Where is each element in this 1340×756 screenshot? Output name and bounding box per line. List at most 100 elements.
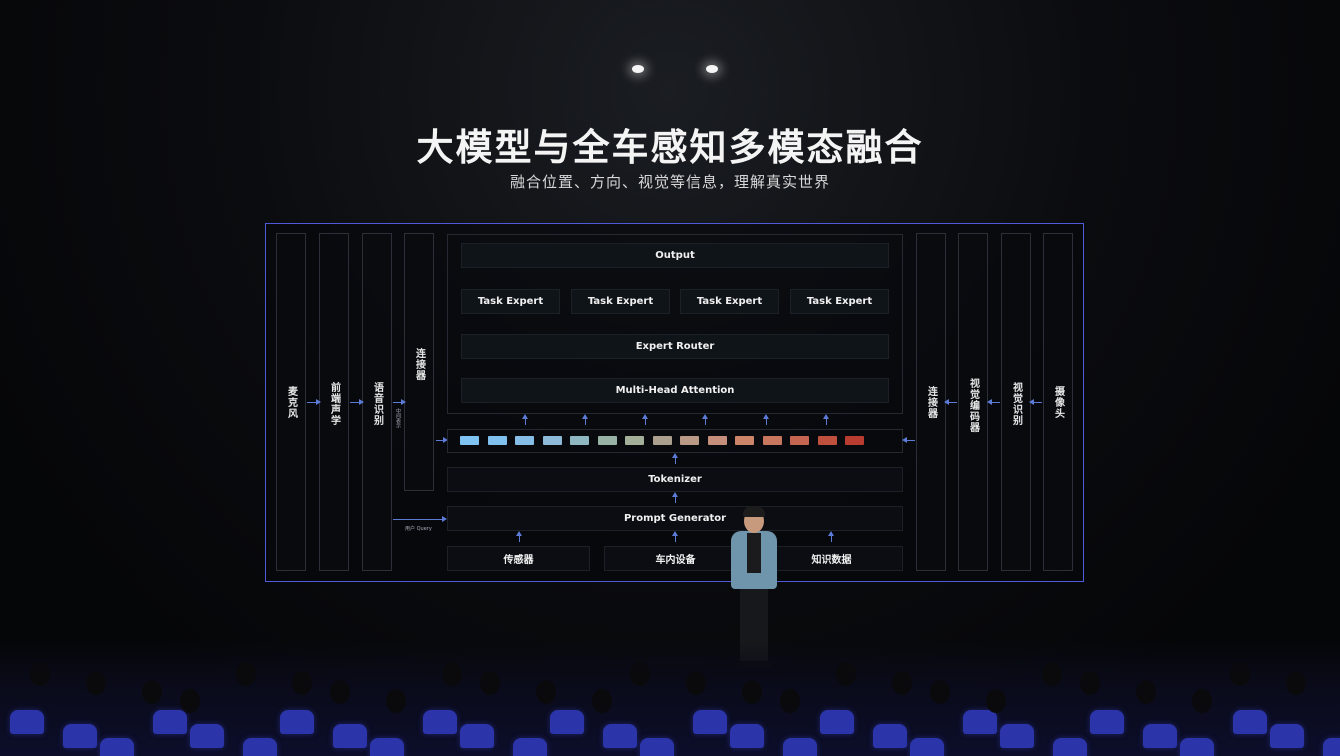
audience-seat [640, 738, 674, 756]
column-label: 连接器 [925, 386, 937, 419]
audience-seat [190, 724, 224, 748]
attention-box: Multi-Head Attention [461, 378, 889, 403]
audience-seat [873, 724, 907, 748]
column-visual-encoder: 视觉编码器 [958, 233, 988, 571]
audience-head [180, 689, 200, 713]
expert-router-box: Expert Router [461, 334, 889, 359]
audience-seat [423, 710, 457, 734]
audience-head [330, 680, 350, 704]
audience-seat [1233, 710, 1267, 734]
audience-seat [280, 710, 314, 734]
stage-spotlight [706, 65, 718, 73]
token-cell [570, 436, 589, 445]
audience-head [780, 689, 800, 713]
audience-head [1286, 671, 1306, 695]
flow-arrow [436, 437, 448, 443]
flow-arrow [307, 399, 321, 405]
flow-arrow [582, 414, 588, 425]
transformer-block [447, 234, 903, 414]
audience-seat [100, 738, 134, 756]
tokenizer-box: Tokenizer [447, 467, 903, 492]
audience-seat [693, 710, 727, 734]
audience-head [742, 680, 762, 704]
column-label: 连接器 [413, 348, 425, 381]
flow-arrow [522, 414, 528, 425]
column-visual-recognition: 视觉识别 [1001, 233, 1031, 571]
token-cell [652, 436, 672, 445]
audience-head [1230, 662, 1250, 686]
column-label: 摄像头 [1052, 386, 1064, 419]
audience-head [836, 662, 856, 686]
token-cell [597, 436, 617, 445]
audience-seat [1053, 738, 1087, 756]
flow-arrow [987, 399, 1000, 405]
task-expert-box: Task Expert [571, 289, 670, 314]
task-expert-box: Task Expert [461, 289, 560, 314]
token-cell [707, 436, 727, 445]
audience-seat [1000, 724, 1034, 748]
output-box: Output [461, 243, 889, 268]
flow-arrow [828, 531, 834, 542]
audience-head [536, 680, 556, 704]
task-expert-box: Task Expert [680, 289, 779, 314]
column-label: 语音识别 [371, 382, 383, 426]
token-cell [735, 436, 754, 445]
user-query-label: 用户 Query [405, 526, 432, 532]
column-connector-right: 连接器 [916, 233, 946, 571]
audience-seat [1270, 724, 1304, 748]
flow-arrow [1029, 399, 1042, 405]
audience-seat [513, 738, 547, 756]
flow-arrow [944, 399, 957, 405]
audience-seat [63, 724, 97, 748]
audience-seat [783, 738, 817, 756]
audience-seat [1143, 724, 1177, 748]
flow-arrow [823, 414, 829, 425]
audience-seat [550, 710, 584, 734]
audience-seat [333, 724, 367, 748]
audience-head [986, 689, 1006, 713]
audience-seat [460, 724, 494, 748]
audience-head [1136, 680, 1156, 704]
audience-head [1192, 689, 1212, 713]
audience-seat [820, 710, 854, 734]
column-label: 前端声学 [328, 382, 340, 426]
column-microphone: 麦克风 [276, 233, 306, 571]
middle-representation-note: 中间表示 [395, 408, 401, 428]
audience-seat [243, 738, 277, 756]
audience-head [292, 671, 312, 695]
slide-subtitle: 融合位置、方向、视觉等信息，理解真实世界 [509, 173, 830, 191]
column-connector-left: 连接器 [404, 233, 434, 491]
audience-head [442, 662, 462, 686]
column-label: 麦克风 [285, 386, 297, 419]
audience-seat [910, 738, 944, 756]
column-frontend-acoustics: 前端声学 [319, 233, 349, 571]
token-cell [790, 436, 809, 445]
token-cell [817, 436, 837, 445]
token-cell [542, 436, 562, 445]
flow-arrow [393, 399, 406, 405]
audience-seat [10, 710, 44, 734]
token-cell [625, 436, 644, 445]
audience [0, 640, 1340, 756]
flow-arrow [702, 414, 708, 425]
audience-head [630, 662, 650, 686]
stage-spotlight [632, 65, 644, 73]
slide-title: 大模型与全车感知多模态融合 [416, 126, 924, 169]
audience-head [1042, 662, 1062, 686]
input-sensors-box: 传感器 [447, 546, 590, 571]
audience-head [480, 671, 500, 695]
flow-arrow [902, 437, 915, 443]
column-camera: 摄像头 [1043, 233, 1073, 571]
audience-seat [153, 710, 187, 734]
audience-head [592, 689, 612, 713]
audience-head [686, 671, 706, 695]
audience-head [1080, 671, 1100, 695]
token-cell [762, 436, 782, 445]
flow-arrow [672, 531, 678, 542]
audience-seat [1090, 710, 1124, 734]
audience-seat [1180, 738, 1214, 756]
flow-arrow [672, 492, 678, 503]
user-query-arrow [393, 516, 447, 522]
token-cell [487, 436, 507, 445]
audience-head [142, 680, 162, 704]
